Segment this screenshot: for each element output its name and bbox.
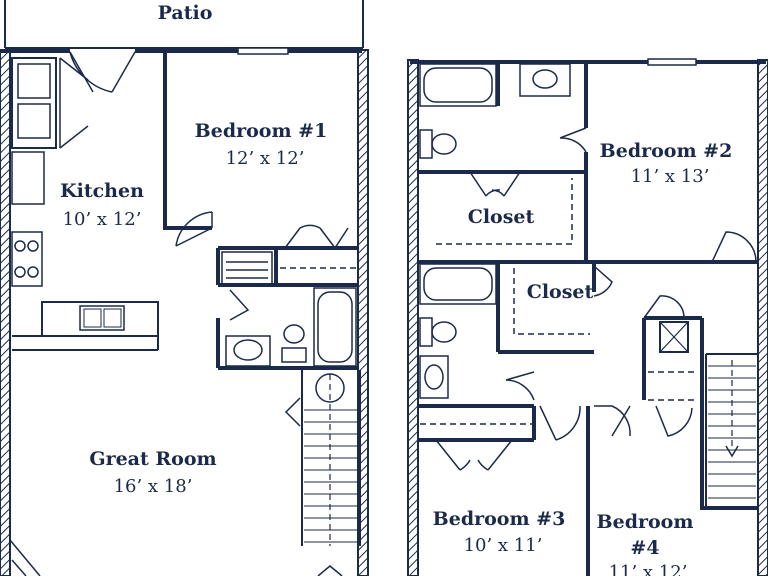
linen-closet: [221, 251, 273, 285]
upper-stairs: [702, 353, 758, 510]
upper-bath-1-walls: [418, 62, 588, 262]
bedroom4-number: #4: [630, 537, 659, 559]
closet-b-label: Closet: [527, 281, 594, 303]
bedroom1-door: [175, 211, 213, 247]
bedroom2-size: 11’ x 13’: [631, 166, 710, 187]
patio-outline: [4, 0, 364, 49]
kitchen-fixtures: [11, 57, 159, 351]
ground-stairs: [301, 370, 361, 546]
exterior-wall-left: [0, 49, 11, 576]
vanity: [225, 335, 271, 367]
ground-bathroom: [216, 283, 358, 370]
upper-toilet-1: [419, 129, 433, 159]
bedroom4-size: 11’ x 12’: [609, 562, 688, 576]
patio-label: Patio: [158, 2, 213, 24]
stove: [11, 231, 43, 287]
bedroom4-label: Bedroom: [597, 511, 694, 533]
bedroom2-closet-door: [711, 231, 757, 263]
upper-wall-right: [757, 59, 768, 576]
bedroom1-label: Bedroom #1: [195, 120, 328, 142]
upper-tub-1: [419, 63, 497, 107]
bedroom1-closet-door: [284, 224, 349, 249]
kitchen-label: Kitchen: [60, 180, 144, 202]
bedroom2-label: Bedroom #2: [600, 140, 733, 162]
patio-door: [69, 51, 136, 93]
bedroom3-door: [539, 405, 581, 441]
upper-wall-left: [407, 59, 419, 576]
refrigerator: [11, 57, 57, 149]
closet-a-shelf: [436, 178, 573, 245]
kitchen-size: 10’ x 12’: [63, 209, 142, 230]
bedroom1-size: 12’ x 12’: [226, 148, 305, 169]
bedroom1-walls: [163, 52, 358, 285]
upper-tub-2: [419, 263, 497, 305]
entry-door-right: [317, 565, 343, 576]
kitchen-island: [41, 301, 159, 337]
bedroom3-size: 10’ x 11’: [464, 535, 543, 556]
counter-left: [11, 151, 45, 205]
bedroom3-walls: [418, 406, 590, 576]
bathtub: [313, 287, 357, 367]
closet-c-doors: [435, 439, 513, 471]
toilet: [283, 324, 305, 344]
upper-floor: [407, 58, 768, 576]
upper-sink-1: [519, 63, 571, 97]
ground-bathroom-fixtures: [225, 287, 357, 367]
bedroom4-door: [594, 405, 693, 437]
upper-bath-2-door: [505, 371, 535, 401]
upper-bath-1: [419, 63, 571, 159]
ground-floor: [0, 0, 369, 576]
upper-sink-2: [419, 355, 449, 399]
stair-door: [284, 397, 301, 427]
entry-door: [9, 539, 41, 576]
window-bedroom2: [647, 58, 697, 66]
upper-stair-treads: [708, 365, 756, 499]
room-labels: Patio Kitchen 10’ x 12’ Bedroom #1 12’ x…: [60, 2, 732, 576]
great-room-label: Great Room: [89, 448, 216, 470]
kitchen-sink: [79, 305, 125, 331]
closet-a-doors: [469, 171, 521, 197]
closet-b-shelf: [513, 268, 590, 335]
upper-toilet-2: [419, 317, 433, 347]
bedroom3-label: Bedroom #3: [433, 508, 566, 530]
upper-bath-1-door: [559, 127, 587, 153]
upper-bath-2: [419, 263, 497, 399]
window-bedroom1: [237, 47, 289, 55]
closet-b-door: [593, 265, 613, 297]
great-room-size: 16’ x 18’: [114, 476, 193, 497]
stair-treads: [304, 409, 358, 543]
exterior-wall-right: [357, 49, 369, 576]
closet-a-label: Closet: [468, 206, 535, 228]
upper-hall-linen: [642, 295, 704, 510]
